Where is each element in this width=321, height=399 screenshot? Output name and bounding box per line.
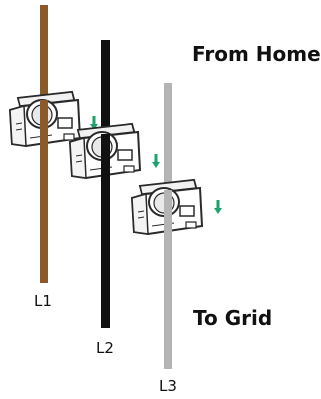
l3-label: L3 [159,377,177,395]
wire-l1-through-clamp [40,100,48,160]
clamp-l3 [131,179,224,235]
clamp-l2 [69,123,162,179]
wire-l2-through-clamp [101,134,110,194]
arrow-down-icon [212,198,224,216]
l2-label: L2 [96,339,114,357]
to-grid-label: To Grid [193,306,272,330]
l1-label: L1 [34,292,52,310]
wire-l3-through-clamp [164,190,172,250]
from-home-label: From Home [192,42,321,66]
arrow-down-icon [150,152,162,170]
